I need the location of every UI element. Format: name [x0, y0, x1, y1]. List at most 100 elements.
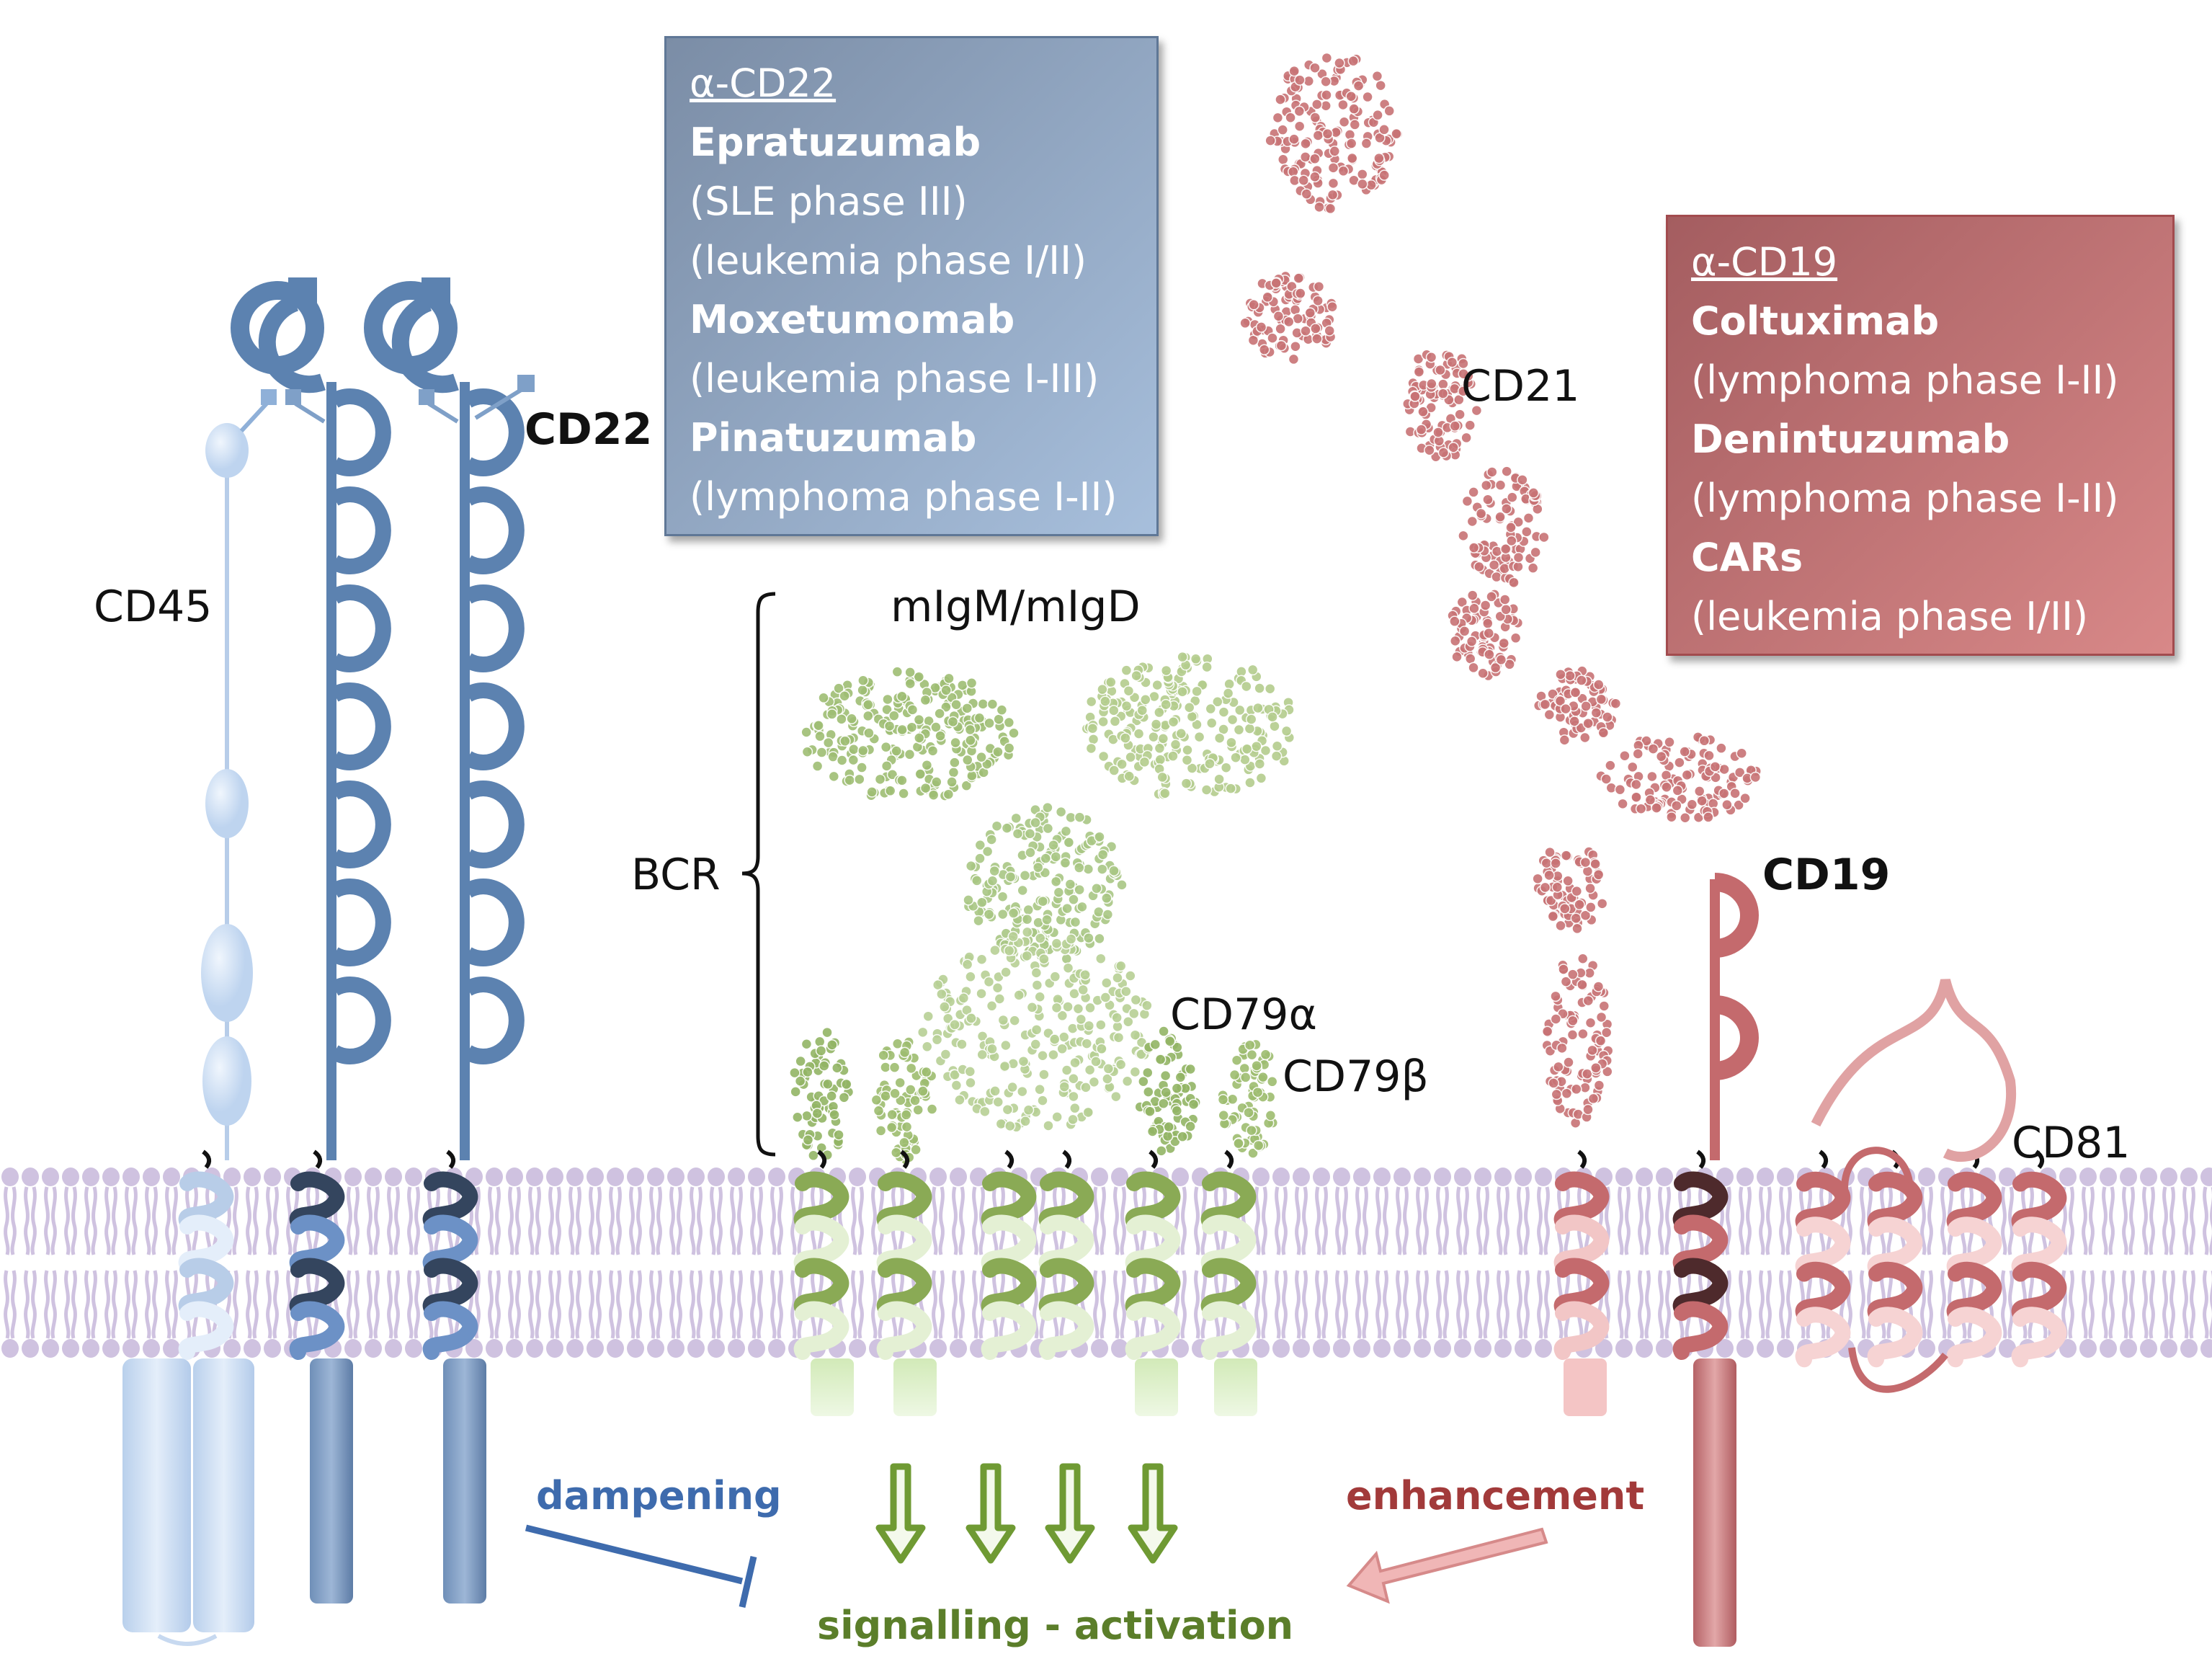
- ig-domain-icon: [330, 486, 391, 574]
- anti-cd22-line: (SLE phase III): [690, 179, 968, 224]
- anti-cd19-line: (leukemia phase I/II): [1691, 594, 2089, 639]
- label-cd45: CD45: [94, 582, 213, 632]
- cd22-tail: [443, 1358, 486, 1604]
- cd79a-ectodomain: [1134, 1026, 1201, 1157]
- activation-arrow: [965, 1463, 1016, 1564]
- ig-domain-icon: [1714, 995, 1759, 1080]
- cd79b-ectodomain: [1217, 1038, 1279, 1159]
- ig-domain-icon: [463, 682, 525, 770]
- fab-arm-left: [800, 666, 1020, 801]
- cd79-tail: [893, 1358, 937, 1416]
- cd45-domain: [205, 769, 249, 838]
- cd21-domain: [1265, 52, 1404, 215]
- label-cd19: CD19: [1762, 850, 1891, 900]
- label-bcr: BCR: [631, 850, 721, 900]
- ig-domain-icon: [463, 780, 525, 868]
- cd45-domain: [201, 924, 253, 1022]
- helix-icon: [1200, 1149, 1257, 1360]
- hinge-region: [963, 801, 1128, 967]
- helix-icon: [422, 1149, 478, 1360]
- helix-icon: [1947, 1149, 2002, 1368]
- helix-icon: [1038, 1149, 1094, 1360]
- anti-cd22-line: Pinatuzumab: [690, 415, 977, 461]
- cd21-molecule: [1239, 52, 1762, 1416]
- cd45-tail: [122, 1358, 191, 1632]
- cd45-domain: [205, 423, 249, 478]
- anti-cd22-line: Epratuzumab: [690, 120, 981, 165]
- activation-arrow: [875, 1463, 926, 1564]
- inhibition-arrow: [525, 1524, 757, 1609]
- helix-icon: [1125, 1149, 1181, 1360]
- cd45-domain: [202, 1036, 251, 1126]
- ig-domain-icon: [463, 879, 525, 966]
- cd19-tail: [1693, 1358, 1736, 1647]
- ig-domain-icon: [463, 486, 525, 574]
- anti-cd19-line: CARs: [1691, 535, 1803, 580]
- label-cd81: CD81: [2012, 1118, 2131, 1168]
- cd21-domain: [1458, 466, 1550, 589]
- anti-cd19-line: (lymphoma phase I-II): [1691, 476, 2119, 521]
- anti-cd19-heading: α-CD19: [1691, 239, 1838, 285]
- ig-domain-icon: [463, 388, 525, 476]
- ig-domain-icon: [330, 780, 391, 868]
- helix-icon: [981, 1149, 1037, 1360]
- cd21-domain: [1239, 270, 1338, 365]
- label-dampening: dampening: [536, 1473, 782, 1518]
- cd21-domain: [1402, 349, 1483, 463]
- ig-domain-icon: [463, 584, 525, 672]
- helix-icon: [793, 1149, 849, 1360]
- cd21-domain: [1533, 665, 1622, 746]
- anti-cd19-therapies-box: α-CD19 Coltuximab (lymphoma phase I-II) …: [1666, 215, 2175, 656]
- cd21-domain: [1595, 731, 1762, 824]
- anti-cd19-line: (lymphoma phase I-II): [1691, 357, 2119, 403]
- anti-cd22-therapies-box: α-CD22 Epratuzumab (SLE phase III) (leuk…: [664, 36, 1159, 536]
- cd79a-ectodomain: [789, 1026, 855, 1162]
- ig-domain-icon: [330, 388, 391, 476]
- ig-domain-icon: [364, 281, 458, 375]
- helix-icon: [2012, 1149, 2067, 1368]
- cd21-tail: [1564, 1358, 1607, 1416]
- helix-icon: [178, 1149, 234, 1360]
- anti-cd22-line: (leukemia phase I/II): [690, 238, 1087, 283]
- label-cd79b: CD79β: [1283, 1051, 1429, 1102]
- cd22-tail: [310, 1358, 353, 1604]
- bcr-complex: [789, 651, 1295, 1416]
- cd21-domain: [1541, 953, 1614, 1129]
- anti-cd22-line: (leukemia phase I-III): [690, 356, 1100, 401]
- cd45-tail: [193, 1358, 254, 1632]
- label-cd22: CD22: [525, 404, 653, 455]
- ig-domain-icon: [330, 682, 391, 770]
- cd45-molecule: [122, 389, 277, 1646]
- activation-arrow: [1128, 1463, 1178, 1564]
- anti-cd22-line: Moxetumomab: [690, 297, 1015, 342]
- label-cd79a: CD79α: [1170, 989, 1317, 1040]
- ig-domain-icon: [1714, 873, 1759, 958]
- cd19-molecule: [1672, 873, 1759, 1647]
- helix-icon: [1868, 1149, 1923, 1368]
- helix-icon: [1672, 1149, 1729, 1360]
- anti-cd19-line: Coltuximab: [1691, 298, 1940, 344]
- cd79b-ectodomain: [870, 1036, 938, 1166]
- helix-icon: [1553, 1149, 1610, 1360]
- label-signalling: signalling - activation: [817, 1603, 1294, 1648]
- fab-arm-right: [1081, 651, 1295, 801]
- label-enhancement: enhancement: [1346, 1473, 1645, 1518]
- anti-cd19-line: Denintuzumab: [1691, 417, 2010, 462]
- activation-arrow: [1346, 1527, 1548, 1604]
- label-cd21: CD21: [1461, 361, 1580, 412]
- cd79-tail: [1135, 1358, 1178, 1416]
- ig-domain-icon: [330, 879, 391, 966]
- cd21-domain: [1532, 846, 1608, 935]
- cd79-tail: [811, 1358, 854, 1416]
- signalling-arrows: [875, 1463, 1178, 1564]
- ig-domain-icon: [330, 977, 391, 1064]
- cd81-extracellular-loop: [1811, 979, 2017, 1162]
- label-migm: mIgM/mIgD: [891, 582, 1141, 632]
- activation-arrow: [1045, 1463, 1095, 1564]
- ig-domain-icon: [330, 584, 391, 672]
- helix-icon: [876, 1149, 932, 1360]
- cd81-molecule: [1796, 979, 2067, 1393]
- cd22-molecules: [231, 277, 535, 1604]
- ig-domain-icon: [463, 977, 525, 1064]
- bcr-bracket: [741, 592, 776, 1157]
